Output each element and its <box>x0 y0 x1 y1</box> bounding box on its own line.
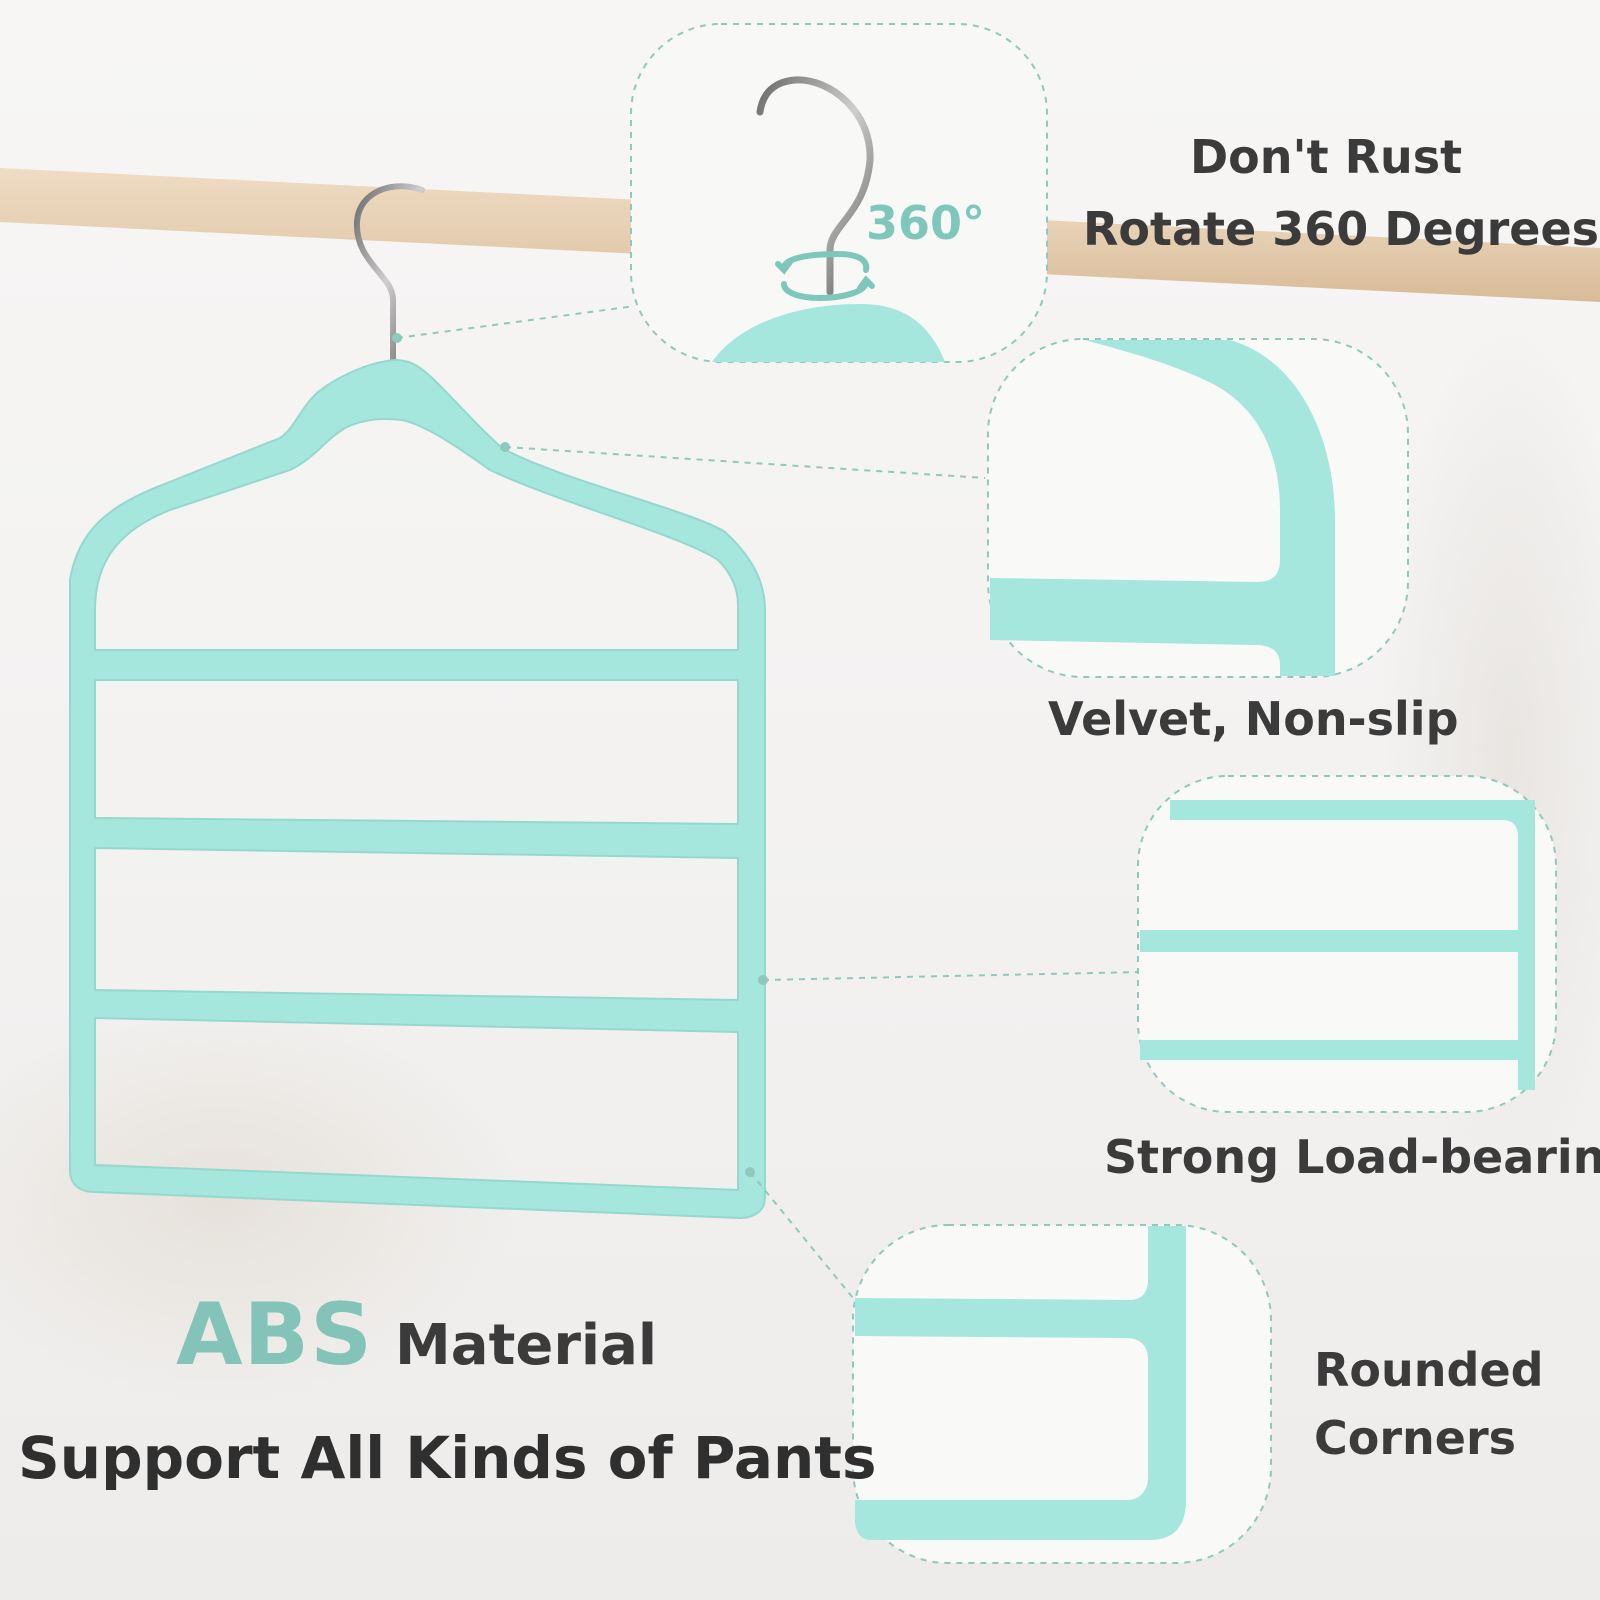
callout-rounded-detail <box>852 1224 1272 1564</box>
hook-icon <box>756 76 874 296</box>
rotation-degree-badge: 360° <box>866 196 986 250</box>
headline-support: Support All Kinds of Pants <box>18 1424 877 1492</box>
callout-label-velvet: Velvet, Non-slip <box>1048 692 1459 746</box>
leader-lines <box>396 305 1139 1299</box>
callout-label-rust: Don't Rust <box>1190 130 1463 184</box>
leader-dots <box>392 333 768 1177</box>
callout-label-rotate: Rotate 360 Degrees <box>1083 202 1600 256</box>
pant-hanger <box>69 358 766 1220</box>
callout-label-rounded: Rounded Corners <box>1314 1336 1544 1472</box>
headline-material: ABS Material <box>176 1285 657 1385</box>
headline-abs-word: ABS <box>176 1285 374 1385</box>
callout-label-rounded-line1: Rounded <box>1314 1343 1544 1397</box>
callout-hook-detail <box>630 23 1048 363</box>
hook-icon <box>353 183 425 363</box>
callout-label-strong: Strong Load-bearing <box>1104 1130 1600 1184</box>
callout-label-rounded-line2: Corners <box>1314 1411 1517 1465</box>
rotate-arrows-icon <box>775 250 875 302</box>
callout-strong-detail <box>1137 775 1557 1113</box>
headline-material-word: Material <box>395 1313 658 1378</box>
callout-velvet-detail <box>987 338 1409 678</box>
